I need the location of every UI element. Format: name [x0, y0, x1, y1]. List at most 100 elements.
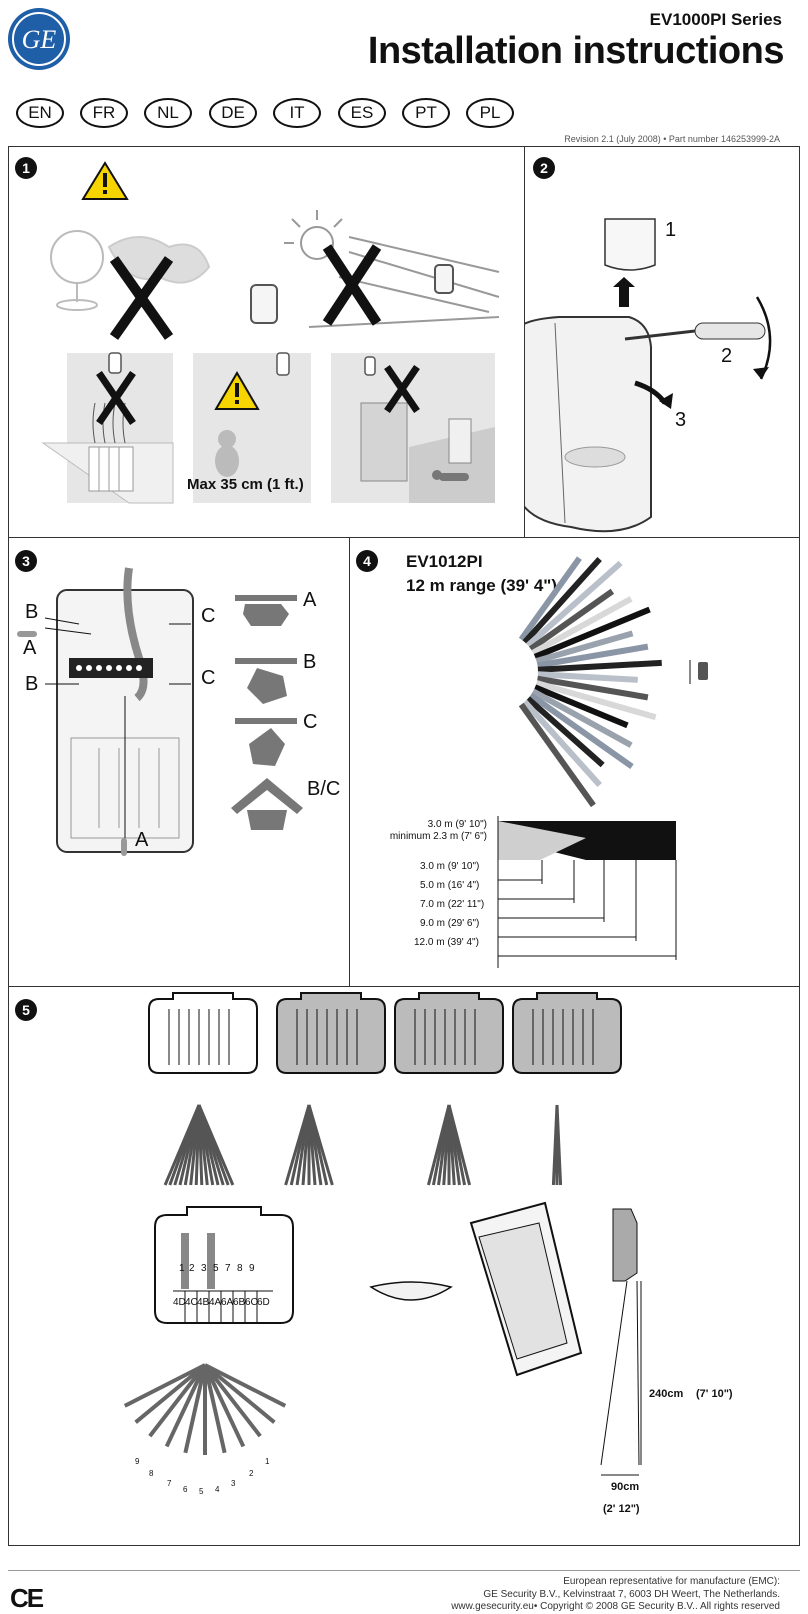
curtain-beam — [197, 1104, 235, 1186]
front-cover-icon — [604, 218, 656, 271]
curtain-beam — [134, 1363, 207, 1424]
detector-icon — [364, 356, 376, 376]
lens-mask-option — [512, 992, 622, 1074]
step2-label-2: 2 — [721, 345, 733, 367]
width-imperial: (2' 12") — [603, 1503, 640, 1515]
detection-beam — [536, 675, 649, 701]
lens-mask-option — [148, 992, 258, 1074]
step3-badge: 3 — [15, 550, 37, 572]
lang-en[interactable]: EN — [16, 98, 64, 128]
detection-beam — [533, 684, 629, 729]
label-b-top: B — [25, 601, 39, 623]
lang-de[interactable]: DE — [209, 98, 257, 128]
detector-open-perspective — [369, 1201, 583, 1377]
label-c-bottom: C — [201, 667, 216, 689]
distance-9m: 9.0 m (29' 6") — [420, 918, 480, 929]
lens-mask-options — [148, 992, 622, 1074]
range-dimension-lines — [497, 860, 677, 968]
step5-panel: 5 1 2 3 5 7 8 9 4D 4C — [8, 986, 800, 1546]
curtain-beam — [164, 1364, 207, 1448]
step2-badge: 2 — [533, 157, 555, 179]
detection-beam — [528, 692, 634, 770]
distance-3m: 3.0 m (9' 10") — [420, 861, 480, 872]
lang-fr[interactable]: FR — [80, 98, 128, 128]
numbered-beam-fan — [123, 1363, 287, 1455]
curtain-beam — [447, 1104, 472, 1186]
detection-beam — [533, 606, 651, 660]
footer-line-2: GE Security B.V., Kelvinstraat 7, 6003 D… — [483, 1589, 780, 1600]
distance-7m: 7.0 m (22' 11") — [420, 899, 485, 910]
ce-mark: CE — [10, 1583, 44, 1613]
curtain-beam — [204, 1363, 287, 1408]
revision-text: Revision 2.1 (July 2008) • Part number 1… — [564, 134, 780, 144]
curtain-masking-illustration — [123, 992, 642, 1476]
detector-side-icon — [689, 660, 708, 684]
warning-icon — [214, 371, 260, 410]
wall-height-diagram — [600, 1208, 642, 1476]
curtain-beam — [183, 1364, 207, 1454]
mount-label-b: B — [303, 651, 317, 673]
logo-text: GE — [22, 25, 57, 54]
step2-label-3: 3 — [675, 409, 687, 431]
detector-icon — [276, 352, 290, 376]
detection-beam — [525, 560, 623, 648]
top-view-beam-fan — [518, 556, 662, 808]
detection-beam — [535, 680, 657, 721]
lang-pl[interactable]: PL — [466, 98, 514, 128]
label-b-bottom: B — [25, 673, 39, 695]
distance-12m: 12.0 m (39' 4") — [414, 937, 479, 948]
detection-pattern-diagram — [497, 556, 708, 866]
lens-mask-option — [276, 992, 386, 1074]
distance-5m: 5.0 m (16' 4") — [420, 880, 480, 891]
lang-nl[interactable]: NL — [144, 98, 192, 128]
step4-badge: 4 — [356, 550, 378, 572]
curtain-beam — [203, 1364, 246, 1448]
label-a-left: A — [23, 637, 37, 659]
mount-height: 3.0 m (9' 10") — [427, 819, 487, 830]
width-metric: 90cm — [611, 1481, 640, 1493]
arrow-up-icon — [613, 277, 635, 307]
mount-corner-right — [235, 718, 297, 766]
dog-icon — [215, 430, 239, 477]
cover-removal-illustration — [525, 218, 772, 533]
step1-panel: 1 — [8, 146, 525, 538]
detector-icon — [250, 284, 278, 324]
height-imperial: (7' 10") — [696, 1388, 733, 1400]
step2-panel: 2 1 2 3 — [524, 146, 800, 538]
screwdriver-icon — [624, 322, 766, 341]
detection-beam — [531, 596, 633, 656]
minimum-height: minimum 2.3 m (7' 6") — [389, 831, 487, 842]
step3-panel: 3 B A B C C A A B C B/C — [8, 537, 350, 987]
curtain-beam — [123, 1363, 206, 1408]
detection-beam — [518, 556, 582, 642]
sun-icon — [284, 210, 500, 328]
mount-corner-left — [235, 658, 297, 704]
label-a-bottom: A — [135, 829, 149, 851]
label-c-top: C — [201, 605, 216, 627]
step4-panel: 4 EV1012PI 12 m range (39' 4") 3.0 m (9'… — [349, 537, 800, 987]
detection-beam — [525, 696, 605, 768]
footer-line-3[interactable]: www.gesecurity.eu• Copyright © 2008 GE S… — [451, 1601, 780, 1612]
lang-es[interactable]: ES — [338, 98, 386, 128]
detection-beam — [522, 699, 602, 788]
cross-icon — [109, 256, 174, 340]
detection-beam — [531, 688, 633, 748]
mount-label-bc: B/C — [307, 778, 341, 800]
detection-beam — [528, 588, 615, 652]
footer-divider — [8, 1570, 800, 1571]
screw-icon — [17, 631, 127, 856]
detector-icon — [434, 264, 454, 294]
mount-ceiling-corner — [231, 778, 303, 830]
step5-badge: 5 — [15, 999, 37, 1021]
lang-it[interactable]: IT — [273, 98, 321, 128]
height-limit-note: Max 35 cm (1 ft.) — [187, 476, 304, 493]
curtain-beam — [203, 1363, 262, 1438]
cross-icon — [384, 365, 420, 413]
detection-beam — [535, 630, 634, 664]
mount-label-c: C — [303, 711, 318, 733]
person-crawling-icon — [432, 470, 469, 481]
curtain-beam — [555, 1104, 563, 1186]
beam-fan-options — [163, 1104, 563, 1186]
model-name: EV1012PI — [406, 552, 483, 571]
lang-pt[interactable]: PT — [402, 98, 450, 128]
